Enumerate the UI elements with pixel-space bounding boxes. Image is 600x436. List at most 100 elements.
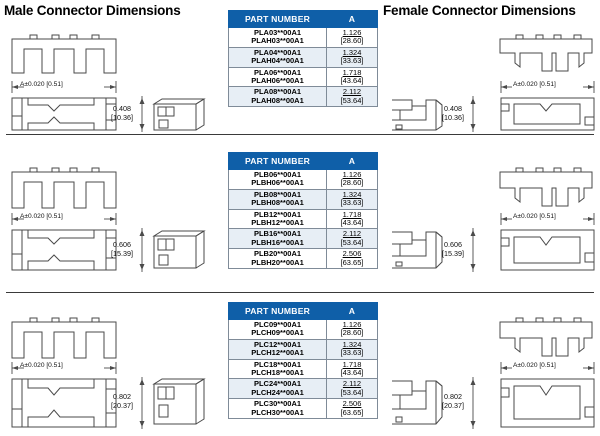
a-inch: 1.126: [342, 28, 362, 37]
female-height-label-c: 0.802 [20.37]: [427, 392, 479, 410]
col-header-part-number: PART NUMBER: [228, 302, 327, 320]
pn-line-2: PLAH04**00A1: [251, 56, 304, 66]
pn-line-1: PLC18**00A1: [253, 359, 302, 369]
female-height-in-b: 0.606: [444, 240, 462, 249]
a-mm: [63.65]: [340, 407, 364, 417]
male-front-view-a: [8, 33, 120, 78]
a-mm: [28.60]: [340, 36, 364, 46]
male-height-label-b: 0.606 [15.39]: [96, 240, 148, 258]
a-inch: 1.324: [342, 339, 362, 349]
pn-line-2: PLBH16**00A1: [251, 237, 304, 247]
pn-line-2: PLCH30**00A1: [251, 407, 304, 417]
female-height-label-b: 0.606 [15.39]: [427, 240, 479, 258]
male-width-dimension-b: [8, 212, 120, 226]
part-number-table-b: PART NUMBER A PLB06**00A1 PLBH06**00A1 1…: [228, 152, 378, 269]
pn-line-2: PLCH24**00A1: [251, 387, 304, 397]
cell-dimension-a: 1.126 [28.60]: [326, 169, 378, 190]
cell-part-numbers: PLB20**00A1 PLBH20**00A1: [228, 248, 327, 269]
table-row: PLB16**00A1 PLBH16**00A1 2.112 [53.64]: [228, 228, 378, 250]
table-body-a: PLA03**00A1 PLAH03**00A1 1.126 [28.60] P…: [228, 27, 378, 108]
pn-line-1: PLB08**00A1: [253, 189, 302, 199]
cell-dimension-a: 1.126 [28.60]: [326, 319, 378, 340]
table-row: PLC30**00A1 PLCH30**00A1 2.506 [63.65]: [228, 398, 378, 419]
cell-part-numbers: PLC12**00A1 PLCH12**00A1: [228, 338, 327, 360]
a-mm: [53.64]: [340, 387, 364, 397]
table-row: PLA06**00A1 PLAH06**00A1 1.718 [43.64]: [228, 66, 378, 88]
male-height-dimension-b: [135, 228, 149, 272]
part-number-table-c: PART NUMBER A PLC09**00A1 PLCH09**00A1 1…: [228, 302, 378, 419]
male-width-label-b: A±0.020 [0.51]: [20, 213, 63, 220]
female-bottom-view-b: [498, 228, 598, 272]
female-width-dimension-c: [498, 361, 598, 375]
cell-dimension-a: 2.112 [53.64]: [326, 86, 378, 108]
col-header-a: A: [326, 10, 378, 28]
a-inch: 2.506: [342, 399, 362, 409]
cell-part-numbers: PLA03**00A1 PLAH03**00A1: [228, 27, 327, 48]
pn-line-1: PLC12**00A1: [253, 339, 302, 349]
table-body-c: PLC09**00A1 PLCH09**00A1 1.126 [28.60] P…: [228, 319, 378, 419]
male-iso-view-c: [152, 378, 208, 426]
male-height-mm-c: [20.37]: [111, 401, 133, 410]
table-row: PLA03**00A1 PLAH03**00A1 1.126 [28.60]: [228, 27, 378, 48]
table-header-row: PART NUMBER A: [228, 302, 378, 320]
female-height-dimension-a: [466, 96, 480, 132]
pn-line-1: PLC30**00A1: [253, 399, 302, 409]
table-row: PLC12**00A1 PLCH12**00A1 1.324 [33.63]: [228, 338, 378, 360]
pn-line-2: PLAH03**00A1: [251, 36, 304, 46]
female-height-dimension-c: [466, 377, 480, 429]
pn-line-1: PLA08**00A1: [253, 87, 302, 97]
pn-line-1: PLA03**00A1: [253, 28, 302, 37]
female-height-in-c: 0.802: [444, 392, 462, 401]
male-width-dimension-a: [8, 80, 120, 94]
table-row: PLC18**00A1 PLCH18**00A1 1.718 [43.64]: [228, 358, 378, 380]
male-iso-view-a: [152, 98, 208, 132]
male-width-label-a: A±0.020 [0.51]: [20, 81, 63, 88]
male-bottom-view-a: [8, 96, 120, 132]
male-width-label-c: A±0.020 [0.51]: [20, 362, 63, 369]
female-height-mm-a: [10.36]: [442, 113, 464, 122]
cell-part-numbers: PLC18**00A1 PLCH18**00A1: [228, 358, 327, 380]
cell-part-numbers: PLC30**00A1 PLCH30**00A1: [228, 398, 327, 419]
pn-line-1: PLA06**00A1: [253, 67, 302, 77]
cell-dimension-a: 2.112 [53.64]: [326, 228, 378, 250]
pn-line-1: PLC09**00A1: [253, 320, 302, 329]
male-width-dimension-c: [8, 361, 120, 375]
pn-line-1: PLA04**00A1: [253, 47, 302, 57]
female-width-label-b: A±0.020 [0.51]: [513, 213, 556, 220]
a-inch: 2.112: [342, 229, 362, 239]
a-mm: [43.64]: [340, 367, 364, 377]
cell-dimension-a: 1.324 [33.63]: [326, 46, 378, 68]
female-front-view-b: [498, 166, 600, 214]
female-bottom-view-c: [498, 377, 598, 429]
pn-line-2: PLAH06**00A1: [251, 75, 304, 85]
a-inch: 1.718: [342, 359, 362, 369]
table-row: PLB06**00A1 PLBH06**00A1 1.126 [28.60]: [228, 169, 378, 190]
cell-part-numbers: PLA06**00A1 PLAH06**00A1: [228, 66, 327, 88]
female-iso-view-c: [392, 377, 446, 427]
table-row: PLB08**00A1 PLBH08**00A1 1.324 [33.63]: [228, 188, 378, 210]
female-front-view-c: [498, 316, 600, 364]
a-inch: 2.506: [342, 249, 362, 259]
female-height-label-a: 0.408 [10.36]: [427, 104, 479, 122]
pn-line-2: PLBH06**00A1: [251, 178, 304, 188]
a-mm: [33.63]: [340, 56, 364, 66]
pn-line-2: PLCH09**00A1: [251, 328, 304, 338]
a-mm: [63.65]: [340, 257, 364, 267]
female-height-mm-b: [15.39]: [442, 249, 464, 258]
col-header-part-number: PART NUMBER: [228, 10, 327, 28]
pn-line-1: PLB12**00A1: [253, 209, 302, 219]
table-row: PLC24**00A1 PLCH24**00A1 2.112 [53.64]: [228, 378, 378, 400]
male-height-mm-a: [10.36]: [111, 113, 133, 122]
a-inch: 2.112: [342, 87, 362, 97]
pn-line-1: PLB16**00A1: [253, 229, 302, 239]
male-height-in-a: 0.408: [113, 104, 131, 113]
pn-line-1: PLB06**00A1: [253, 170, 302, 179]
cell-dimension-a: 1.324 [33.63]: [326, 338, 378, 360]
cell-dimension-a: 1.718 [43.64]: [326, 208, 378, 230]
table-row: PLA08**00A1 PLAH08**00A1 2.112 [53.64]: [228, 86, 378, 108]
male-height-in-b: 0.606: [113, 240, 131, 249]
a-mm: [33.63]: [340, 198, 364, 208]
female-section-title: Female Connector Dimensions: [383, 3, 576, 18]
a-mm: [33.63]: [340, 348, 364, 358]
male-height-in-c: 0.802: [113, 392, 131, 401]
